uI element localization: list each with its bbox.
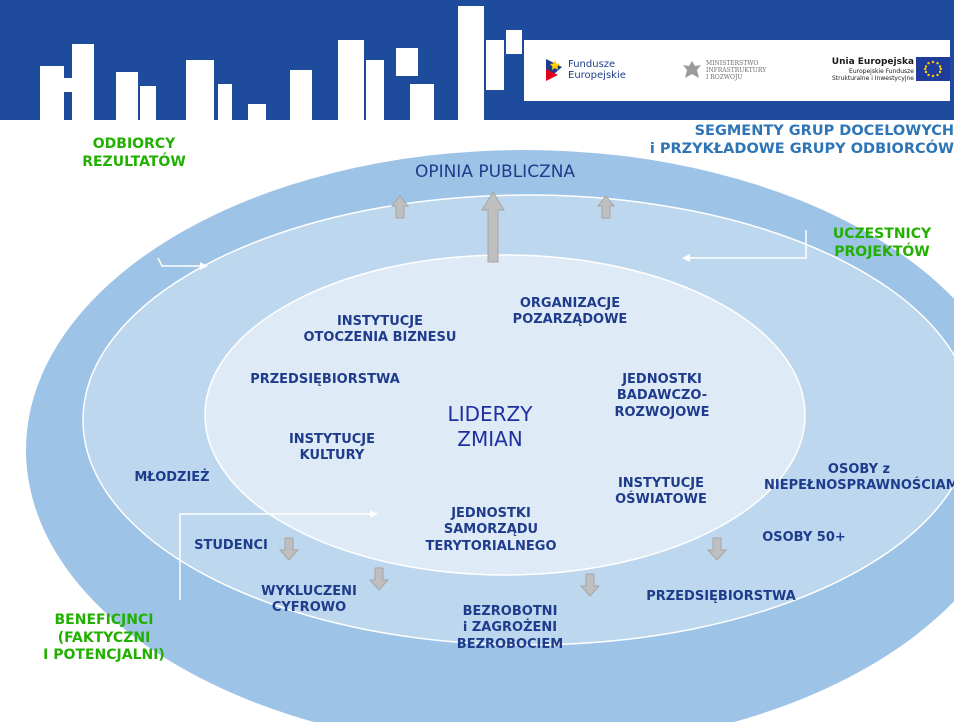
- middle-item-bezrobotni: BEZROBOTNI i ZAGROŻENI BEZROBOCIEM: [456, 604, 564, 652]
- beneficjenci-label: BENEFICJNCI (FAKTYCZNI I POTENCJALNI): [43, 612, 165, 663]
- diagram-title: SEGMENTY GRUP DOCELOWYCH i PRZYKŁADOWE G…: [649, 123, 954, 158]
- header-band: Fundusze Europejskie MINISTERSTWO INFRAS…: [0, 0, 954, 120]
- inner-ring: [204, 254, 806, 576]
- inner-item-jst: JEDNOSTKI SAMORZĄDU TERYTORIALNEGO: [425, 506, 557, 554]
- up-arrow-center: [481, 191, 505, 263]
- inner-item-instytucje-oswiatowe: INSTYTUCJE OŚWIATOWE: [615, 476, 707, 508]
- middle-item-studenci: STUDENCI: [194, 538, 268, 553]
- inner-item-instytucje-otoczenia: INSTYTUCJE OTOCZENIA BIZNESU: [303, 314, 457, 346]
- odbiorcy-arrowhead: [200, 262, 208, 270]
- middle-item-wykluczeni: WYKLUCZENI CYFROWO: [261, 584, 357, 616]
- eagle-emblem-icon: [683, 61, 701, 78]
- down-arrow-1: [278, 537, 300, 561]
- middle-item-przedsiebiorstwa: PRZEDSIĘBIORSTWA: [646, 589, 796, 604]
- fundusze-logo-text: Fundusze Europejskie: [568, 59, 626, 81]
- unia-logo-text: Unia Europejska Europejskie Fundusze Str…: [831, 57, 914, 82]
- inner-item-instytucje-kultury: INSTYTUCJE KULTURY: [288, 432, 376, 464]
- middle-item-mlodziez: MŁODZIEŻ: [134, 470, 210, 485]
- inner-item-organizacje: ORGANIZACJE POZARZĄDOWE: [512, 296, 628, 328]
- up-arrow-right: [596, 195, 616, 219]
- beneficjenci-connector: [179, 513, 370, 600]
- eu-flag-icon: [916, 57, 950, 81]
- odbiorcy-label: ODBIORCY REZULTATÓW: [82, 136, 186, 170]
- header-buildings-graphic: [40, 6, 522, 120]
- uczestnicy-arrowhead: [682, 254, 690, 262]
- inner-item-jednostki-br: JEDNOSTKI BADAWCZO- ROZWOJOWE: [614, 372, 710, 420]
- fundusze-star-icon: [546, 59, 562, 81]
- logo-bar: Fundusze Europejskie MINISTERSTWO INFRAS…: [524, 40, 950, 101]
- down-arrow-3: [579, 573, 601, 597]
- ministerstwo-logo-text: MINISTERSTWO INFRASTRUKTURY I ROZWOJU: [706, 60, 767, 81]
- uczestnicy-label: UCZESTNICY PROJEKTÓW: [832, 226, 932, 260]
- inner-item-przedsiebiorstwa: PRZEDSIĘBIORSTWA: [250, 372, 400, 387]
- middle-item-niepelnosprawni: OSOBY z NIEPEŁNOSPRAWNOŚCIAMI: [764, 462, 954, 494]
- up-arrow-left: [390, 195, 410, 219]
- uczestnicy-connector: [690, 230, 807, 259]
- outer-ring-label: OPINIA PUBLICZNA: [414, 162, 576, 182]
- beneficjenci-arrowhead: [370, 510, 378, 518]
- down-arrow-4: [706, 537, 728, 561]
- center-label: LIDERZY ZMIAN: [447, 402, 533, 451]
- middle-item-osoby50: OSOBY 50+: [762, 530, 846, 545]
- down-arrow-2: [368, 567, 390, 591]
- odbiorcy-connector: [157, 257, 200, 267]
